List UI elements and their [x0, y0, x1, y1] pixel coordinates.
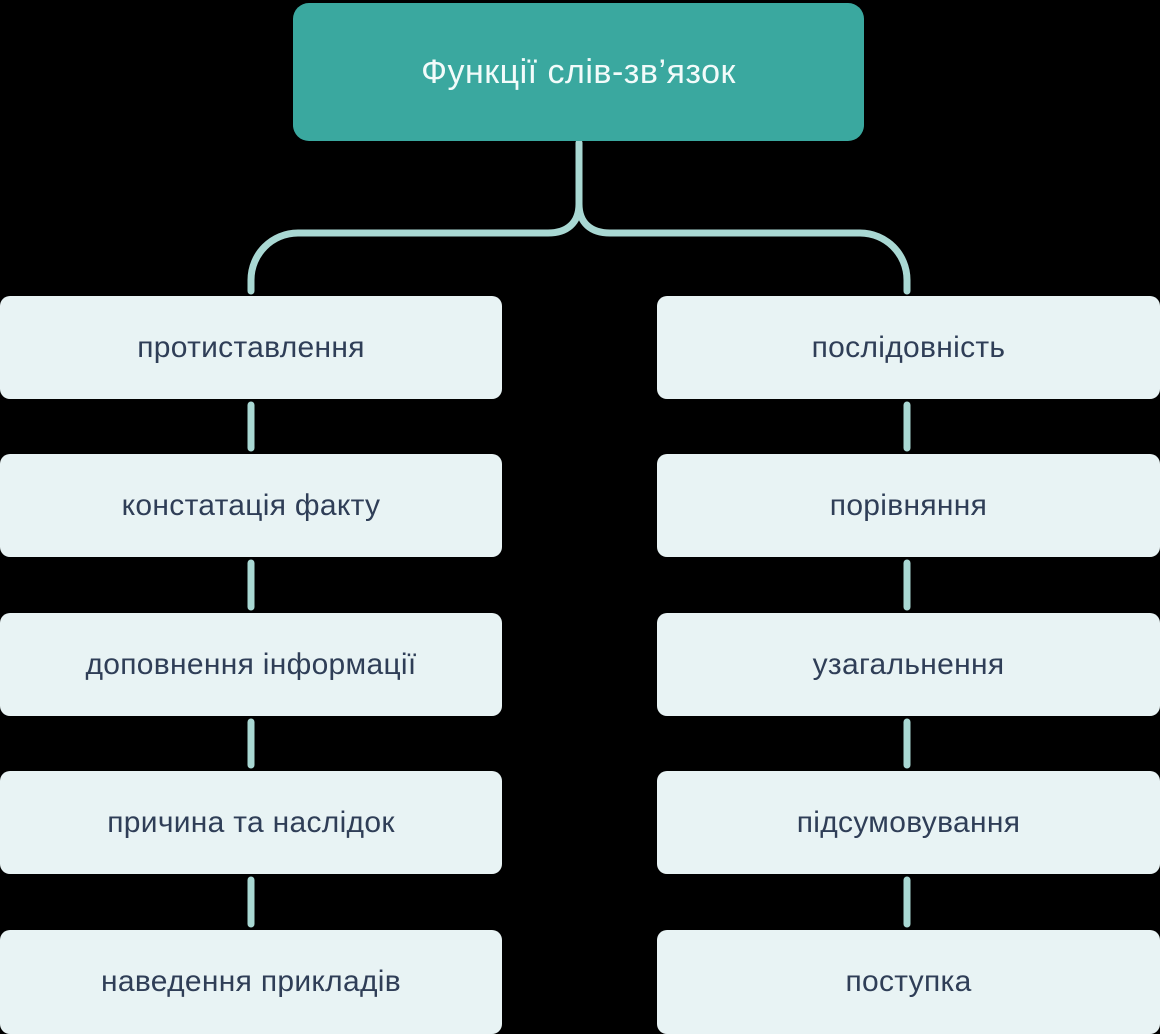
node-prychyna-ta-naslidok: причина та наслідок: [0, 771, 502, 874]
node-uzahalnennia: узагальнення: [657, 613, 1160, 716]
node-label: протиставлення: [137, 330, 365, 364]
node-label: наведення прикладів: [101, 965, 401, 998]
node-konstataciya-faktu: констатація факту: [0, 454, 502, 557]
node-pidsumovuvannia: підсумовування: [657, 771, 1160, 874]
node-protystavlennia: протиставлення: [0, 296, 502, 399]
node-navedennia-prykladiv: наведення прикладів: [0, 930, 502, 1034]
connector-fork-left: [247, 139, 583, 295]
node-label: поступка: [845, 965, 972, 998]
node-dopovnennia-informacii: доповнення інформації: [0, 613, 502, 716]
node-label: послідовність: [811, 330, 1006, 364]
node-label: узагальнення: [812, 647, 1005, 681]
root-node: Функції слів-зв’язок: [293, 3, 864, 141]
root-node-label: Функції слів-зв’язок: [421, 52, 736, 91]
node-label: порівняння: [829, 488, 988, 522]
node-porivnyannia: порівняння: [657, 454, 1160, 557]
node-label: констатація факту: [121, 488, 381, 522]
node-label: підсумовування: [796, 805, 1021, 839]
connector-fork-right: [575, 139, 911, 295]
node-label: причина та наслідок: [107, 805, 395, 839]
node-label: доповнення інформації: [85, 647, 417, 681]
node-postupka: поступка: [657, 930, 1160, 1034]
node-poslidovnist: послідовність: [657, 296, 1160, 399]
